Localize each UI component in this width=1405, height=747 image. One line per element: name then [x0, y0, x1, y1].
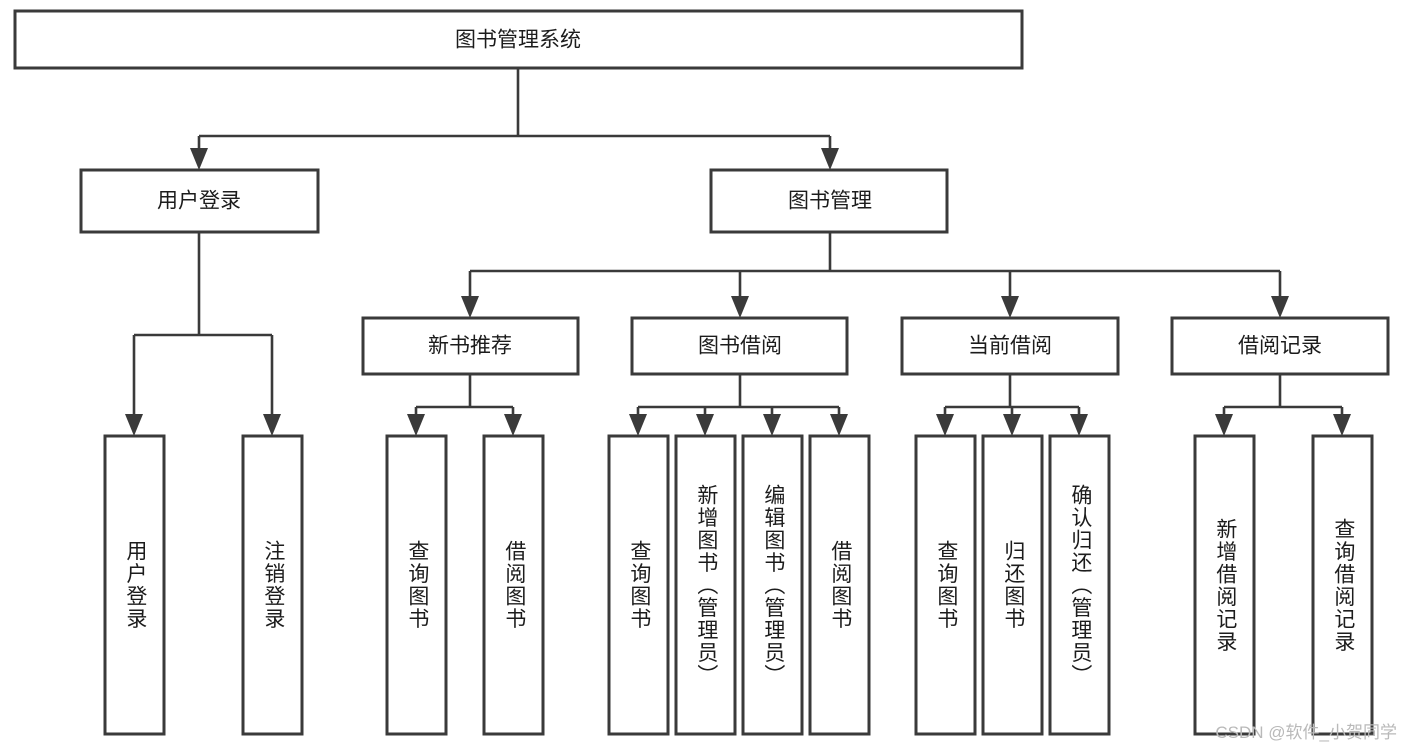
label-current-borrow: 当前借阅 [968, 335, 1052, 358]
node-book-manage[interactable] [709, 168, 949, 234]
arrow-to-leaf-13 [1333, 414, 1351, 436]
arrow-to-leaf-3 [407, 414, 425, 436]
label-leaf-1: 用户登录 [123, 540, 147, 630]
edge-book-manage-bus [468, 232, 1282, 303]
edge-new-book-rec-bus [414, 374, 515, 421]
node-box-layer [13, 9, 1390, 736]
arrow-to-leaf-8 [830, 414, 848, 436]
label-leaf-5: 查询图书 [627, 540, 651, 630]
label-leaf-2: 注销登录 [261, 540, 285, 630]
node-leaf-3[interactable] [385, 434, 448, 736]
label-leaf-3: 查询图书 [405, 540, 429, 630]
arrow-to-leaf-10 [1003, 414, 1021, 436]
node-user-login[interactable] [79, 168, 320, 234]
label-leaf-12: 新增借阅记录 [1213, 517, 1237, 653]
arrow-to-leaf-5 [629, 414, 647, 436]
node-leaf-5[interactable] [607, 434, 670, 736]
node-leaf-6[interactable] [674, 434, 737, 736]
node-leaf-1[interactable] [103, 434, 166, 736]
arrow-to-leaf-2 [263, 414, 281, 436]
horizontal-label-layer: 图书管理系统 用户登录 图书管理 新书推荐 图书借阅 当前借阅 借阅记录 [157, 29, 1322, 358]
label-leaf-7: 编辑图书（管理员） [761, 483, 785, 687]
arrow-to-borrow-record [1271, 296, 1289, 318]
node-borrow-record[interactable] [1170, 316, 1390, 376]
edge-book-borrow-bus [636, 374, 841, 421]
label-leaf-11: 确认归还（管理员） [1068, 483, 1092, 687]
label-leaf-4: 借阅图书 [502, 540, 526, 630]
arrow-to-book-manage [821, 148, 839, 170]
label-user-login: 用户登录 [157, 190, 241, 213]
label-new-book-recommend: 新书推荐 [428, 335, 512, 358]
arrow-to-leaf-4 [504, 414, 522, 436]
arrow-to-leaf-1 [125, 414, 143, 436]
label-leaf-8: 借阅图书 [828, 540, 852, 630]
label-book-borrow: 图书借阅 [698, 335, 782, 358]
edge-root-to-level2-bus [197, 68, 832, 155]
arrow-to-leaf-11 [1070, 414, 1088, 436]
watermark-text: CSDN @软件_小贺同学 [1215, 723, 1397, 742]
node-leaf-10[interactable] [981, 434, 1044, 736]
node-leaf-11[interactable] [1048, 434, 1111, 736]
node-current-borrow[interactable] [900, 316, 1120, 376]
label-borrow-record: 借阅记录 [1238, 335, 1322, 358]
label-leaf-13: 查询借阅记录 [1331, 517, 1355, 653]
label-book-manage: 图书管理 [788, 190, 872, 213]
node-new-book-recommend[interactable] [361, 316, 580, 376]
node-leaf-13[interactable] [1311, 434, 1374, 736]
node-leaf-12[interactable] [1193, 434, 1256, 736]
node-root[interactable] [13, 9, 1024, 70]
edge-borrow-record-bus [1222, 374, 1344, 421]
label-leaf-6: 新增图书（管理员） [694, 483, 718, 687]
connector-layer [125, 68, 1351, 436]
node-leaf-9[interactable] [914, 434, 977, 736]
node-leaf-8[interactable] [808, 434, 871, 736]
arrow-to-leaf-6 [696, 414, 714, 436]
node-book-borrow[interactable] [630, 316, 849, 376]
label-leaf-10: 归还图书 [1001, 540, 1025, 630]
arrow-to-leaf-12 [1215, 414, 1233, 436]
arrow-to-leaf-9 [936, 414, 954, 436]
label-root: 图书管理系统 [455, 29, 581, 52]
node-leaf-2[interactable] [241, 434, 304, 736]
edge-user-login-bus [132, 232, 274, 421]
node-leaf-7[interactable] [741, 434, 804, 736]
arrow-to-user-login [190, 148, 208, 170]
arrow-to-current-borrow [1001, 296, 1019, 318]
node-leaf-4[interactable] [482, 434, 545, 736]
label-leaf-9: 查询图书 [934, 540, 958, 630]
edge-current-borrow-bus [943, 374, 1081, 421]
arrow-to-book-borrow [731, 296, 749, 318]
arrow-to-new-book-rec [461, 296, 479, 318]
arrow-to-leaf-7 [763, 414, 781, 436]
